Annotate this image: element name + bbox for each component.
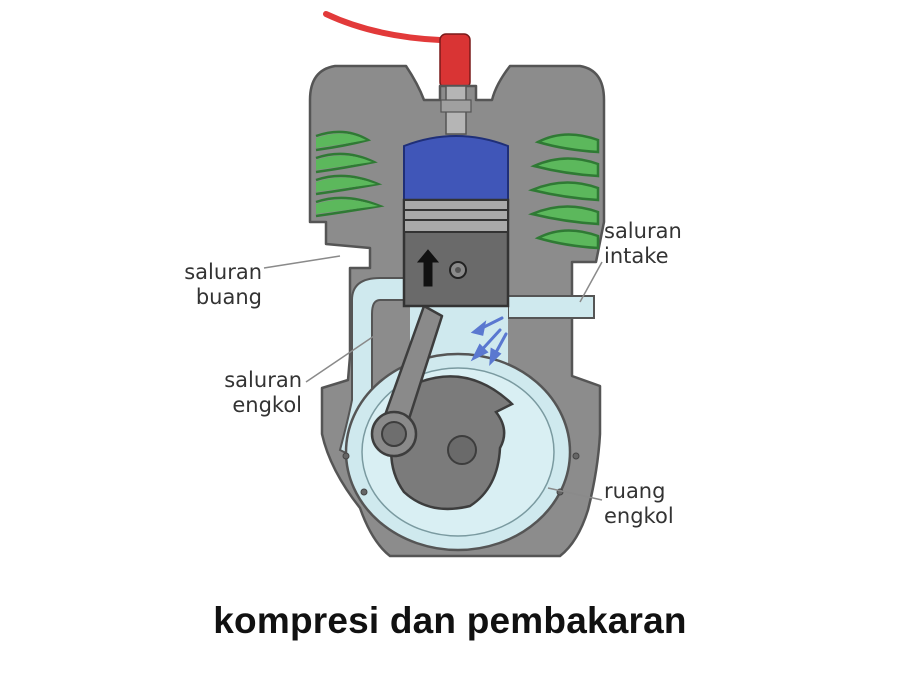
spark-plug-hex [440, 99, 472, 113]
label-exhaust-port-line2: buang [195, 285, 262, 309]
label-exhaust-port: saluran buang [150, 260, 262, 310]
flow-arrows-icon [470, 316, 508, 366]
combustion-chamber [403, 134, 509, 201]
cooling-fins-left [315, 130, 385, 218]
label-crank-channel-line2: engkol [232, 393, 302, 417]
arrow-up-icon [416, 249, 440, 287]
crankshaft-main [447, 435, 477, 465]
label-crankcase-line2: engkol [604, 504, 674, 528]
cooling-fins-right [528, 133, 600, 250]
leader-lines [263, 255, 603, 501]
label-exhaust-port-line1: saluran [184, 260, 262, 284]
label-crankcase: ruang engkol [604, 479, 674, 529]
spark-plug-cap [439, 33, 471, 89]
label-intake-port-line2: intake [604, 244, 669, 268]
label-crankcase-line1: ruang [604, 479, 666, 503]
diagram-caption: kompresi dan pembakaran [213, 600, 687, 641]
label-intake-port: saluran intake [604, 219, 682, 269]
label-crank-channel-line1: saluran [224, 368, 302, 392]
piston-rings [403, 199, 509, 233]
label-crank-channel: saluran engkol [190, 368, 302, 418]
label-intake-port-line1: saluran [604, 219, 682, 243]
